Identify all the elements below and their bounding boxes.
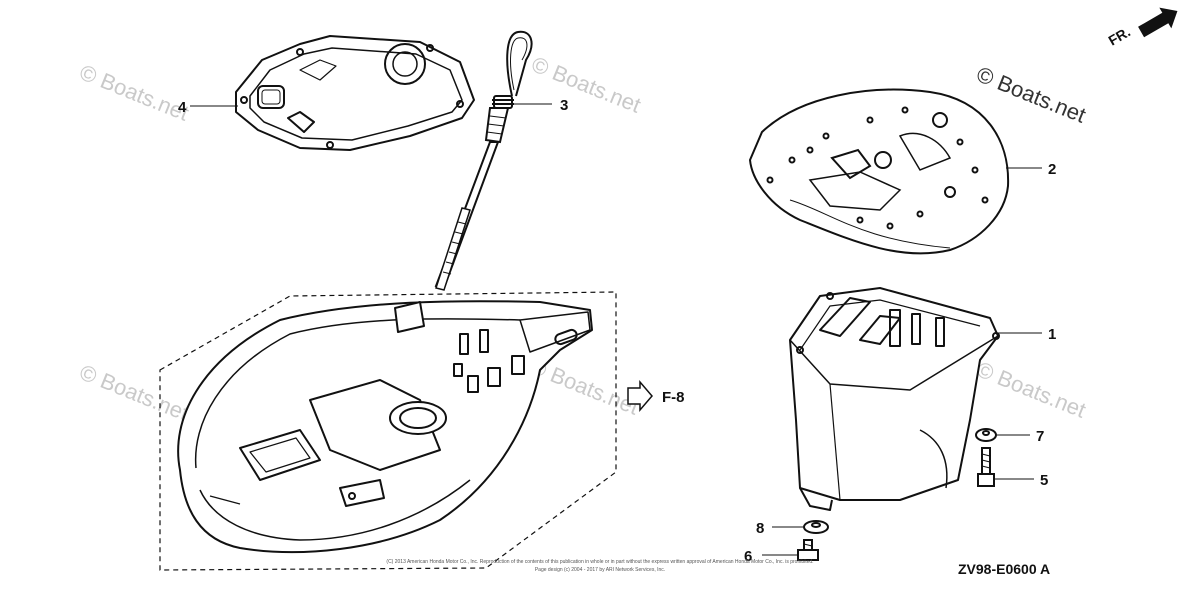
part-2-plate <box>748 88 1010 255</box>
reference-arrow-icon <box>627 379 653 413</box>
part-7-washer <box>975 428 997 442</box>
callout-2: 2 <box>1048 161 1056 178</box>
callout-8: 8 <box>756 520 764 537</box>
front-arrow-icon <box>1138 7 1178 38</box>
reference-f8: F-8 <box>627 379 685 413</box>
diagram-code: ZV98-E0600 A <box>958 561 1050 577</box>
part-4-gasket <box>235 35 475 151</box>
callout-6: 6 <box>744 548 752 565</box>
watermark-top-left: © Boats.net <box>76 59 192 125</box>
watermark-bottom-right: © Boats.net <box>973 356 1089 422</box>
callout-1: 1 <box>1048 326 1056 343</box>
part-5-bolt <box>977 447 995 487</box>
callout-7: 7 <box>1036 428 1044 445</box>
copyright-line-1: (C) 2013 American Honda Motor Co., Inc. … <box>386 559 813 565</box>
part-1-oil-pan <box>789 287 1000 511</box>
part-3-dipstick <box>434 30 533 291</box>
copyright-line-2: Page design (c) 2004 - 2017 by ARI Netwo… <box>535 567 665 573</box>
assembly-boundary-box <box>159 291 617 571</box>
watermark-bottom-left: © Boats.net <box>76 359 192 425</box>
under-cover-assembly <box>177 300 593 554</box>
watermark-top-center: © Boats.net <box>528 51 644 117</box>
front-label: FR. <box>1106 23 1134 48</box>
callout-4: 4 <box>178 99 187 116</box>
callout-5: 5 <box>1040 472 1048 489</box>
reference-label: F-8 <box>662 389 685 406</box>
watermark-top-right: © Boats.net <box>973 61 1089 127</box>
callout-3: 3 <box>560 97 568 114</box>
front-direction-indicator: FR. <box>1106 7 1178 49</box>
part-6-drain-bolt <box>797 539 819 561</box>
part-8-washer <box>803 520 829 534</box>
